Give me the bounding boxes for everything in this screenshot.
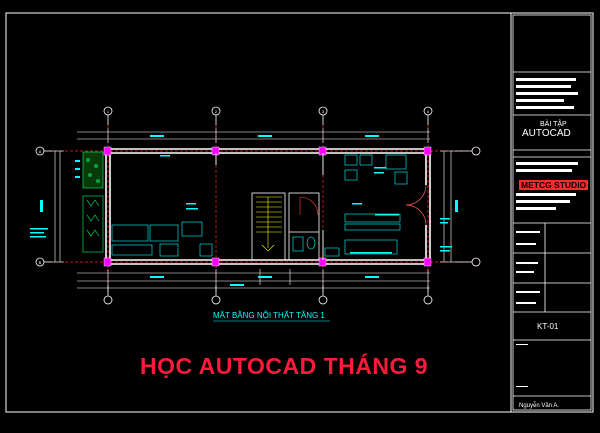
title-block-main: AUTOCAD <box>522 128 571 139</box>
axis-label-glyphs: 1 2 3 4 A B <box>39 109 430 265</box>
columns <box>103 146 432 267</box>
axis-label-b: B <box>39 260 42 265</box>
sheet-code: KT-01 <box>537 322 559 331</box>
title-block-subtitle: BÀI TẬP <box>540 121 567 128</box>
furniture <box>111 154 408 257</box>
plan-title: MẶT BẰNG NỘI THẤT TẦNG 1 <box>213 311 325 320</box>
dimension-lines <box>54 131 452 289</box>
garden-fill <box>86 158 100 183</box>
inner-partitions <box>215 153 324 260</box>
axis-label-3: 3 <box>322 109 325 114</box>
axis-bubbles <box>35 106 481 305</box>
dimension-values <box>40 135 458 286</box>
axis-label-a: A <box>39 149 42 154</box>
axis-label-4: 4 <box>427 109 430 114</box>
author-name: Nguyễn Văn A. <box>519 403 560 409</box>
entrance-door <box>405 184 427 226</box>
wc-fixtures <box>292 196 319 252</box>
axis-label-2: 2 <box>215 109 218 114</box>
studio-name: METCG STUDIO <box>519 180 589 190</box>
main-title: HỌC AUTOCAD THÁNG 9 <box>140 353 429 379</box>
stair-core <box>251 192 320 261</box>
axis-label-1: 1 <box>107 109 110 114</box>
title-block <box>512 14 592 411</box>
annotations <box>30 155 452 254</box>
stair-steps <box>256 196 282 252</box>
title-block-text-lines <box>516 78 578 387</box>
sheet-frame <box>5 12 594 413</box>
